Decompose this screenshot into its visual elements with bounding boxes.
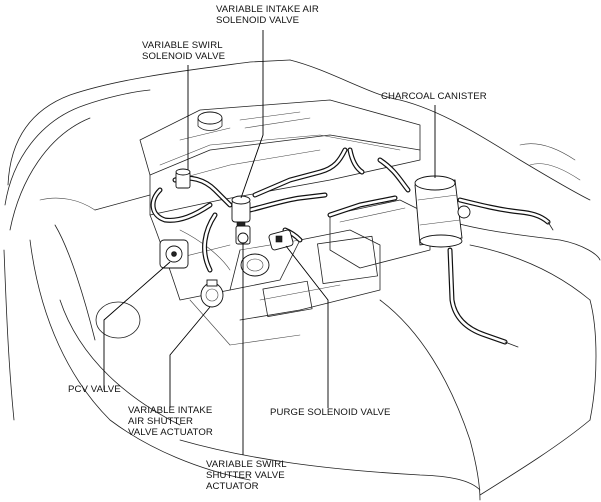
variable-swirl-shutter-valve-actuator-part xyxy=(235,225,251,245)
label-pcv-valve: PCV VALVE xyxy=(68,384,121,395)
charcoal-canister-part xyxy=(414,175,471,248)
label-purge-solenoid-valve: PURGE SOLENOID VALVE xyxy=(270,407,391,418)
engine-block xyxy=(139,99,431,346)
label-charcoal-canister: CHARCOAL CANISTER xyxy=(381,91,487,102)
leader-lines xyxy=(103,30,436,455)
label-variable-intake-air-solenoid-valve: VARIABLE INTAKE AIR SOLENOID VALVE xyxy=(216,4,319,26)
label-variable-swirl-shutter-valve-actuator: VARIABLE SWIRL SHUTTER VALVE ACTUATOR xyxy=(206,459,287,492)
purge-solenoid-valve-part xyxy=(268,229,294,251)
variable-intake-air-solenoid-valve-part xyxy=(231,195,251,229)
variable-swirl-solenoid-valve-part xyxy=(175,168,191,189)
variable-intake-air-shutter-valve-actuator-part xyxy=(200,279,224,308)
pcv-valve-part xyxy=(159,239,189,269)
vacuum-hoses xyxy=(150,147,554,348)
car-body-outline xyxy=(3,59,601,501)
label-variable-swirl-solenoid-valve: VARIABLE SWIRL SOLENOID VALVE xyxy=(142,40,226,62)
label-variable-intake-air-shutter-valve-actuator: VARIABLE INTAKE AIR SHUTTER VALVE ACTUAT… xyxy=(128,405,213,438)
